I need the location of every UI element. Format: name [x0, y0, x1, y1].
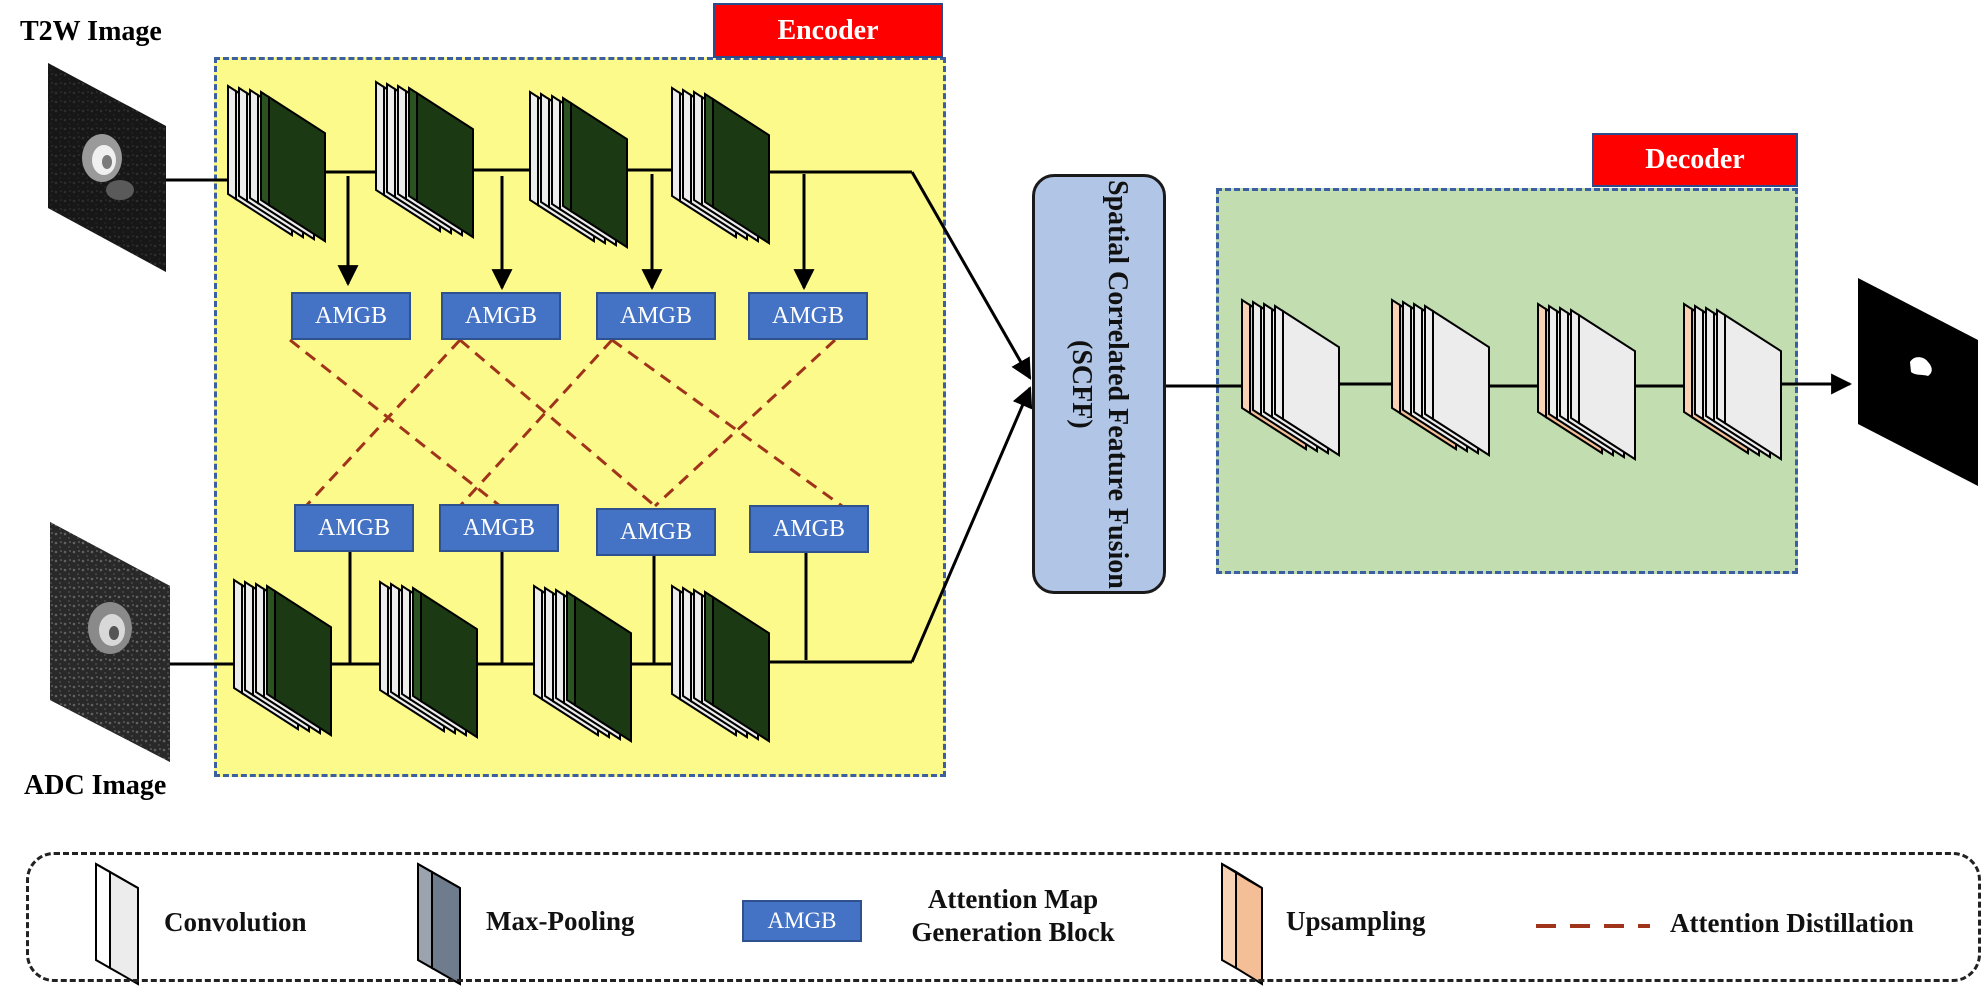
amgb-top-1: AMGB: [291, 292, 411, 340]
legend-upsampling-icon: [1221, 862, 1263, 986]
decoder-blocks: [1241, 298, 1782, 461]
legend-amgb-description: Attention Map Generation Block: [911, 884, 1115, 947]
encoder-bottom-block-4: [671, 584, 770, 743]
encoder-top-block-1: [227, 84, 326, 243]
legend-box: [26, 852, 1981, 982]
decoder-block-1: [1241, 298, 1340, 457]
encoder-top-block-4: [671, 86, 770, 245]
encoder-top-block-2: [375, 80, 474, 239]
encoder-top-blocks: [227, 80, 770, 249]
encoder-top-block-3: [529, 90, 628, 249]
encoder-tag: Encoder: [713, 3, 943, 58]
scff-label: Spatial Correlated Feature Fusion (SCFF): [1066, 179, 1133, 589]
amgb-bottom-1: AMGB: [294, 504, 414, 552]
decoder-tag: Decoder: [1592, 133, 1798, 187]
legend-icons: [95, 862, 1650, 986]
encoder-bottom-block-3: [533, 584, 632, 743]
t2w-image-label: T2W Image: [20, 16, 162, 47]
amgb-bottom-2: AMGB: [439, 504, 559, 552]
legend-attention-distillation-label: Attention Distillation: [1670, 908, 1914, 938]
encoder-bottom-block-1: [233, 578, 332, 737]
t2w-mri-image: [48, 63, 166, 272]
amgb-top-3: AMGB: [596, 292, 716, 340]
amgb-top-4: AMGB: [748, 292, 868, 340]
legend-max-pooling-label: Max-Pooling: [486, 906, 635, 936]
decoder-connectors: [1166, 373, 1853, 395]
amgb-top-2: AMGB: [441, 292, 561, 340]
decoder-block-2: [1391, 298, 1490, 457]
attention-distillation-lines: [289, 338, 843, 508]
legend-upsampling-label: Upsampling: [1286, 906, 1426, 936]
output-segmentation-mask: [1858, 278, 1978, 486]
scff-block: [1032, 174, 1166, 594]
encoder-bottom-blocks: [233, 578, 770, 743]
decoder-block-3: [1537, 302, 1636, 461]
adc-image-label: ADC Image: [24, 770, 167, 801]
legend-max-pooling-icon: [417, 862, 461, 986]
decoder-block-4: [1683, 302, 1782, 461]
legend-convolution-icon: [95, 862, 139, 986]
amgb-bottom-4: AMGB: [749, 505, 869, 553]
legend-convolution-label: Convolution: [164, 907, 307, 937]
encoder-connectors: [166, 168, 1033, 666]
legend-amgb-badge: AMGB: [742, 900, 862, 942]
adc-mri-image: [50, 522, 170, 762]
encoder-bottom-block-2: [379, 580, 478, 739]
amgb-bottom-3: AMGB: [596, 508, 716, 556]
